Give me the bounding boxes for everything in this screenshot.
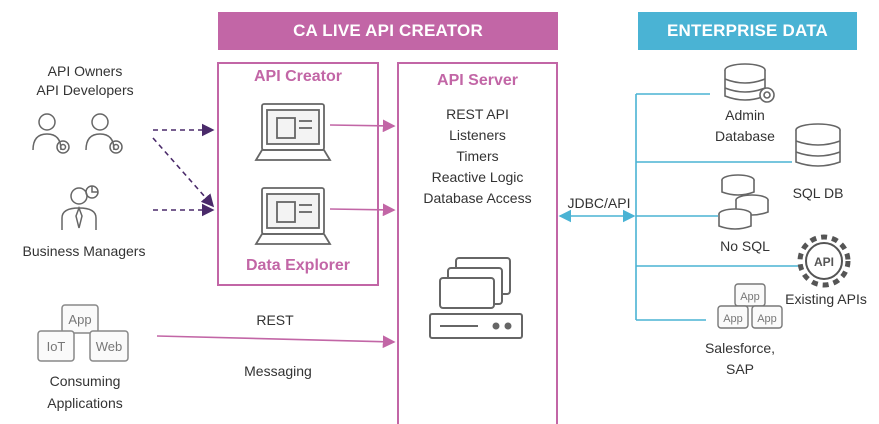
salesforce-label-1: Salesforce, [704, 340, 776, 356]
admin-database-label-2: Database [715, 128, 775, 144]
web-tile-label: Web [96, 339, 123, 354]
api-developers-label: API Developers [36, 82, 134, 98]
api-server-box [397, 62, 558, 424]
feature-listeners: Listeners [449, 127, 506, 143]
enterprise-banner: ENTERPRISE DATA [638, 12, 857, 50]
app-tile-label: App [740, 291, 760, 303]
iot-tile-label: IoT [47, 339, 66, 354]
rest-link-label: REST [256, 312, 294, 328]
api-server-feature-list: REST API Listeners Timers Reactive Logic… [399, 104, 556, 209]
sql-database-icon [795, 123, 841, 167]
feature-database-access: Database Access [423, 190, 532, 206]
data-explorer-title: Data Explorer [245, 257, 351, 274]
app-tile-label: App [68, 312, 91, 327]
feature-timers: Timers [456, 148, 499, 164]
creator-banner: CA LIVE API CREATOR [218, 12, 558, 50]
nosql-label: No SQL [720, 238, 770, 254]
feature-reactive-logic: Reactive Logic [431, 169, 524, 185]
consuming-apps-icon [37, 304, 129, 362]
business-managers-label: Business Managers [22, 243, 146, 259]
feature-rest-api: REST API [446, 106, 509, 122]
app-tile-label: App [723, 313, 743, 325]
jdbc-link-label: JDBC/API [567, 195, 631, 211]
enterprise-bus [635, 93, 800, 321]
creator-to-server-arrows [329, 119, 396, 217]
api-gear-icon [797, 234, 851, 288]
sql-db-label: SQL DB [792, 185, 844, 201]
salesforce-apps-icon [717, 283, 783, 329]
admin-database-label-1: Admin [725, 107, 765, 123]
developer-person-icon [85, 113, 123, 154]
consuming-label: Consuming [49, 373, 121, 389]
developer-person-icon [32, 113, 70, 154]
api-creator-box [217, 62, 379, 286]
business-manager-icon [61, 185, 99, 230]
app-tile-label: App [757, 313, 777, 325]
messaging-link-label: Messaging [244, 363, 312, 379]
diagram-graphics: App IoT Web [32, 63, 851, 362]
laptop-icon [254, 103, 332, 161]
server-icon [429, 257, 523, 339]
laptop-icon [254, 187, 332, 245]
api-owners-label: API Owners [47, 63, 123, 79]
api-server-title: API Server [437, 72, 518, 89]
api-badge-label: API [814, 255, 834, 269]
nosql-database-icon [718, 174, 769, 230]
api-creator-title: API Creator [253, 68, 343, 85]
rest-messaging-arrow [156, 335, 396, 349]
salesforce-label-2: SAP [725, 361, 754, 377]
admin-database-icon [724, 63, 775, 103]
applications-label: Applications [47, 395, 123, 411]
user-to-creator-arrows [152, 123, 215, 217]
existing-apis-label: Existing APIs [785, 291, 867, 307]
